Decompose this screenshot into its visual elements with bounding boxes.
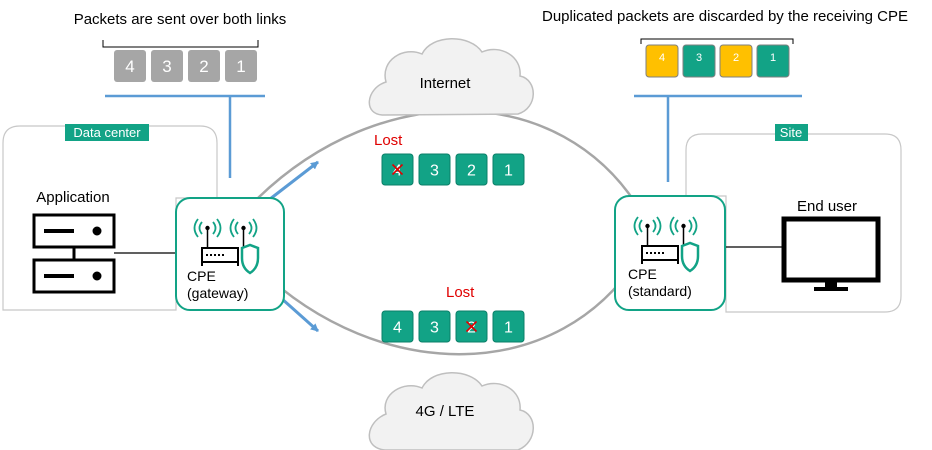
- packet-box: [455, 153, 488, 186]
- received-packets: 4 3 2 1: [645, 44, 790, 78]
- cpe-gateway-line1: CPE: [187, 268, 216, 284]
- router-shield-icon: [193, 218, 260, 275]
- packet-box: [492, 153, 525, 186]
- router-shield-icon: [633, 216, 700, 273]
- datacenter-zone: Data center Application: [2, 124, 218, 311]
- packet-box: [188, 50, 220, 82]
- packet-label: 2: [467, 319, 476, 336]
- internet-cloud: Internet: [368, 38, 534, 116]
- packet-label: 1: [236, 57, 245, 76]
- right-caption: Duplicated packets are discarded by the …: [542, 8, 908, 25]
- packet: 1: [492, 310, 525, 343]
- packet: 3: [682, 44, 716, 78]
- packet: 4: [381, 310, 414, 343]
- packet-box: [492, 310, 525, 343]
- packet-box: [719, 44, 753, 78]
- monitor-icon: [781, 216, 881, 291]
- right-bracket: [640, 38, 794, 44]
- packet-box: [151, 50, 183, 82]
- application-label: Application: [36, 189, 109, 206]
- lost-label-internet: Lost: [374, 132, 403, 149]
- packet-label: 3: [162, 57, 171, 76]
- packet-box: [418, 310, 451, 343]
- sent-packets: 4 3 2 1: [114, 50, 257, 82]
- packet: 2: [188, 50, 220, 82]
- packet-label: 3: [430, 319, 439, 336]
- lost-label-lte: Lost: [446, 284, 475, 301]
- lte-label: 4G / LTE: [416, 403, 475, 420]
- lost-mark-icon: [391, 163, 404, 176]
- packet-label: 4: [393, 319, 402, 336]
- datacenter-tag: Data center: [73, 125, 141, 140]
- packet-label: 4: [659, 52, 665, 64]
- site-tag: Site: [780, 125, 802, 140]
- lte-link: [257, 254, 642, 356]
- packet: 4: [114, 50, 146, 82]
- packet-label: 3: [430, 162, 439, 179]
- packet: 2: [455, 153, 488, 186]
- packet-label: 4: [393, 162, 402, 179]
- packet-box: [645, 44, 679, 78]
- packet-box: [225, 50, 257, 82]
- lost-mark-icon: [465, 320, 478, 333]
- packet: 2: [455, 310, 488, 343]
- packet-label: 1: [504, 162, 513, 179]
- packet-box: [418, 153, 451, 186]
- lte-cloud: 4G / LTE: [368, 372, 534, 450]
- cpe-standard-line2: (standard): [628, 283, 692, 299]
- packet: 4: [645, 44, 679, 78]
- arrow-to-internet: [269, 160, 319, 201]
- packet-label: 2: [733, 52, 739, 64]
- cpe-standard: CPE (standard): [614, 195, 726, 311]
- left-bracket: [102, 40, 259, 48]
- server-icon: [32, 213, 116, 294]
- packet-box: [682, 44, 716, 78]
- end-user-label: End user: [797, 198, 857, 215]
- packet-label: 1: [504, 319, 513, 336]
- cpe-standard-line1: CPE: [628, 266, 657, 282]
- cpe-gateway: CPE (gateway): [175, 197, 285, 311]
- packet: 3: [151, 50, 183, 82]
- packet-label: 3: [696, 52, 702, 64]
- packet: 3: [418, 153, 451, 186]
- internet-packets: 4 3 2 1: [381, 153, 525, 186]
- packet: 2: [719, 44, 753, 78]
- packet: 1: [225, 50, 257, 82]
- packet: 3: [418, 310, 451, 343]
- packet-label: 2: [199, 57, 208, 76]
- packet-label: 4: [125, 57, 134, 76]
- lte-packets: 4 3 2 1: [381, 310, 525, 343]
- left-caption: Packets are sent over both links: [74, 11, 287, 28]
- packet: 4: [381, 153, 414, 186]
- site-zone: Site End user: [685, 124, 902, 313]
- packet-box: [114, 50, 146, 82]
- cpe-gateway-line2: (gateway): [187, 285, 248, 301]
- internet-label: Internet: [420, 75, 472, 92]
- packet-label: 2: [467, 162, 476, 179]
- packet-box: [756, 44, 790, 78]
- packet: 1: [756, 44, 790, 78]
- datacenter-tag-bg: [65, 124, 149, 141]
- packet-label: 1: [770, 52, 776, 64]
- packet: 1: [492, 153, 525, 186]
- site-tag-bg: [775, 124, 808, 141]
- packet-box: [381, 310, 414, 343]
